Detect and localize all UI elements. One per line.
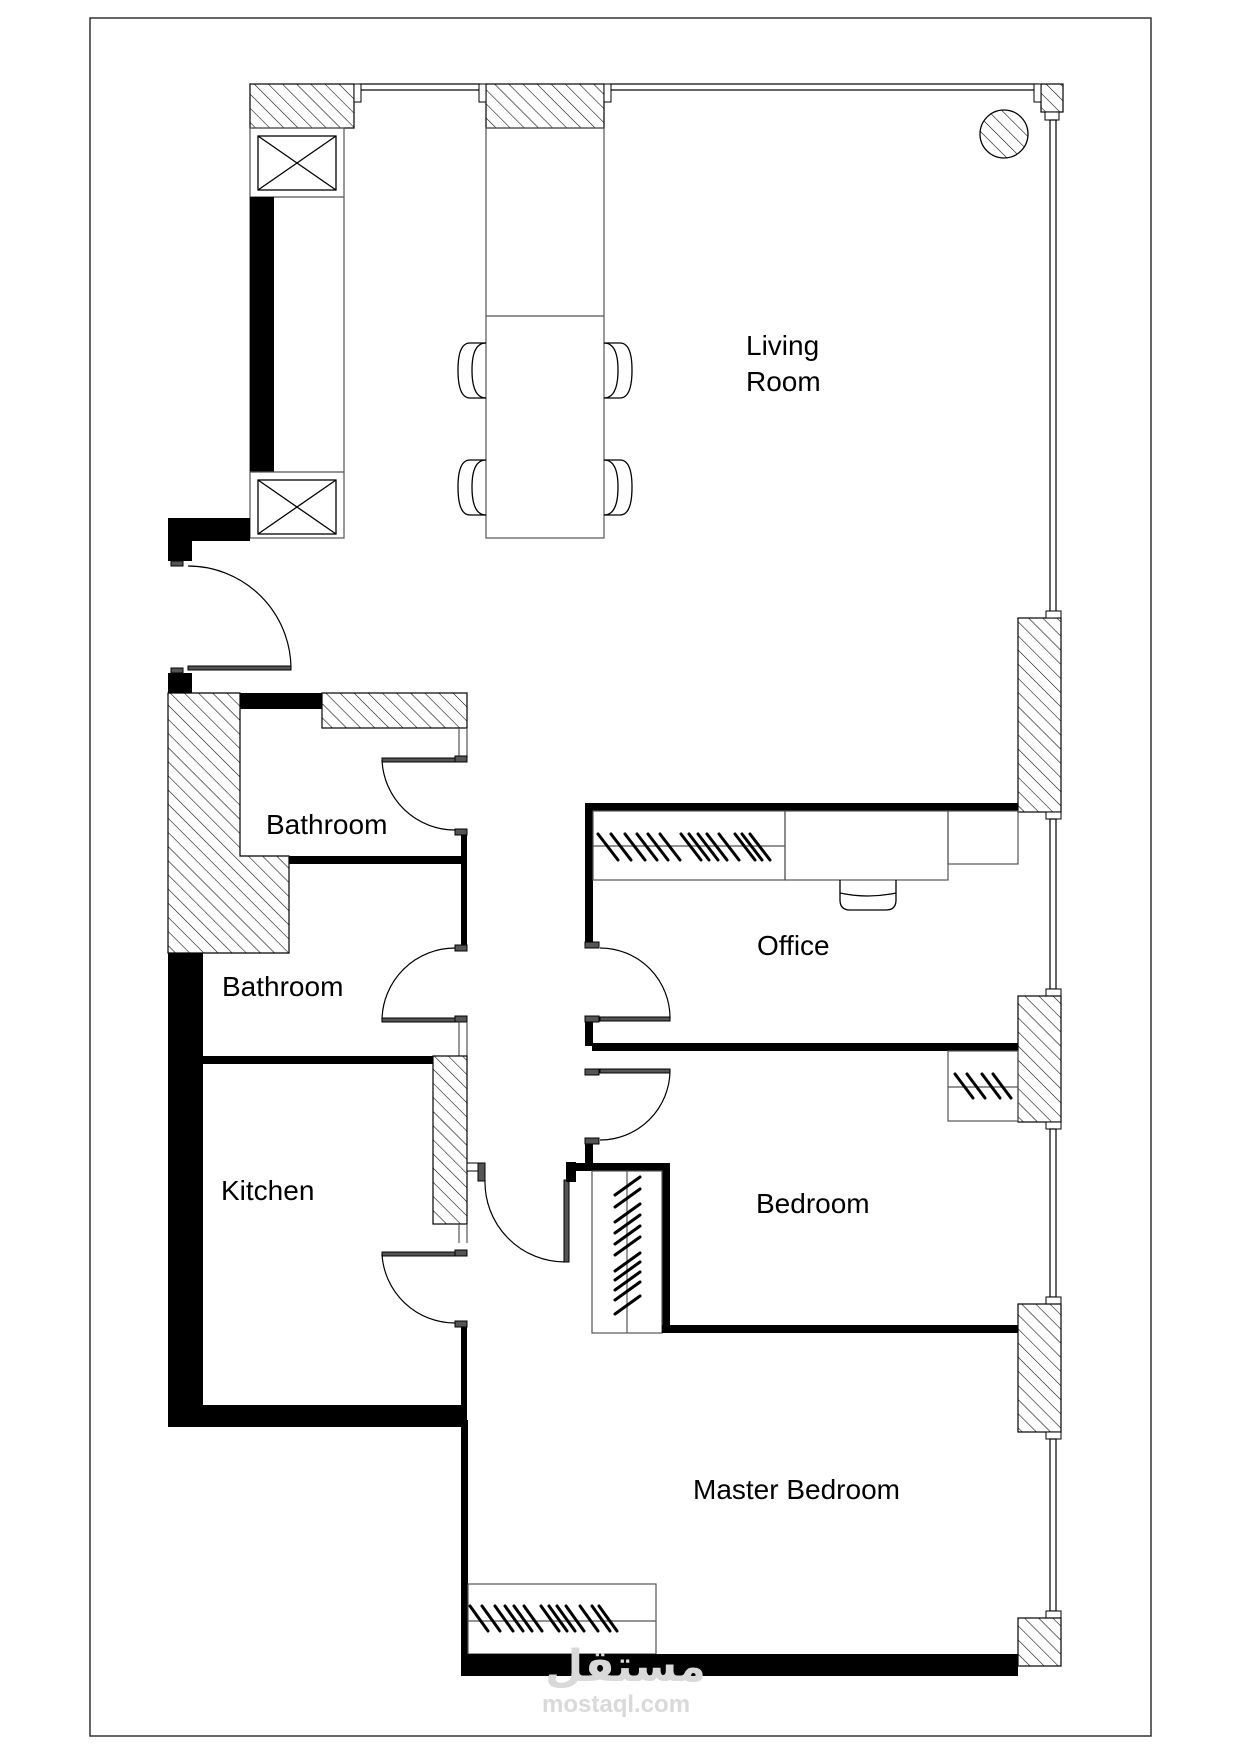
label-master-bedroom: Master Bedroom xyxy=(693,1474,900,1505)
column-right-3 xyxy=(1017,1303,1062,1433)
label-kitchen: Kitchen xyxy=(221,1175,314,1206)
bathrooms-block xyxy=(167,692,468,1057)
kitchen-bottom-wall xyxy=(168,1405,467,1427)
wardrobe-hangers xyxy=(596,832,772,862)
dining-chair xyxy=(603,342,633,399)
label-living-room-2: Room xyxy=(746,366,821,397)
right-wall xyxy=(1017,119,1062,1667)
bedroom-wardrobe-hangers xyxy=(613,1175,642,1316)
sheet-frame xyxy=(89,17,1152,1737)
entrance-door-swing xyxy=(187,565,292,669)
entrance-door-leaf[interactable] xyxy=(187,665,292,671)
watermark-arabic: مستقل xyxy=(545,1641,706,1692)
entry-cabinet xyxy=(249,127,345,539)
window-top-1 xyxy=(359,83,481,91)
column-right-1 xyxy=(1017,617,1062,813)
label-bathroom-1: Bathroom xyxy=(266,809,387,840)
office-bedroom-wall xyxy=(592,1043,1018,1051)
column-top-right xyxy=(1040,83,1064,113)
shaft-box-bottom xyxy=(257,479,337,535)
office-chair xyxy=(839,880,897,911)
column-top-left xyxy=(249,83,355,129)
watermark-latin: mostaql.com xyxy=(542,1691,690,1718)
master-wardrobe-hangers xyxy=(468,1604,619,1633)
wall-segment-cabinet xyxy=(250,197,274,472)
bedroom-block xyxy=(566,1050,1019,1334)
office-desk xyxy=(784,810,949,881)
column-right-2 xyxy=(1017,995,1062,1123)
kitchen-block xyxy=(168,1055,468,1427)
entrance-jamb-bottom xyxy=(168,673,192,693)
top-wall xyxy=(249,83,1064,129)
column-top-middle xyxy=(485,83,605,129)
dining-chair xyxy=(457,342,487,399)
window-top-2 xyxy=(609,83,1039,91)
dining-chair xyxy=(457,459,487,516)
label-living-room: Living xyxy=(746,330,819,361)
kitchen-counter xyxy=(432,1055,468,1225)
label-bedroom: Bedroom xyxy=(756,1188,870,1219)
label-office: Office xyxy=(757,930,830,961)
shaft-box-top xyxy=(257,135,337,191)
office-block xyxy=(584,803,1019,1046)
master-bottom-wall xyxy=(461,1654,1018,1676)
master-bedroom-block xyxy=(461,1420,1018,1676)
dining-chair xyxy=(603,459,633,516)
round-column xyxy=(979,109,1029,159)
label-bathroom-2: Bathroom xyxy=(222,971,343,1002)
entrance-wall-top xyxy=(168,518,250,541)
column-right-4 xyxy=(1017,1617,1062,1667)
dining-table xyxy=(457,127,633,539)
entrance-jamb-top xyxy=(168,541,192,561)
storage-door-leaf[interactable] xyxy=(563,1179,570,1263)
